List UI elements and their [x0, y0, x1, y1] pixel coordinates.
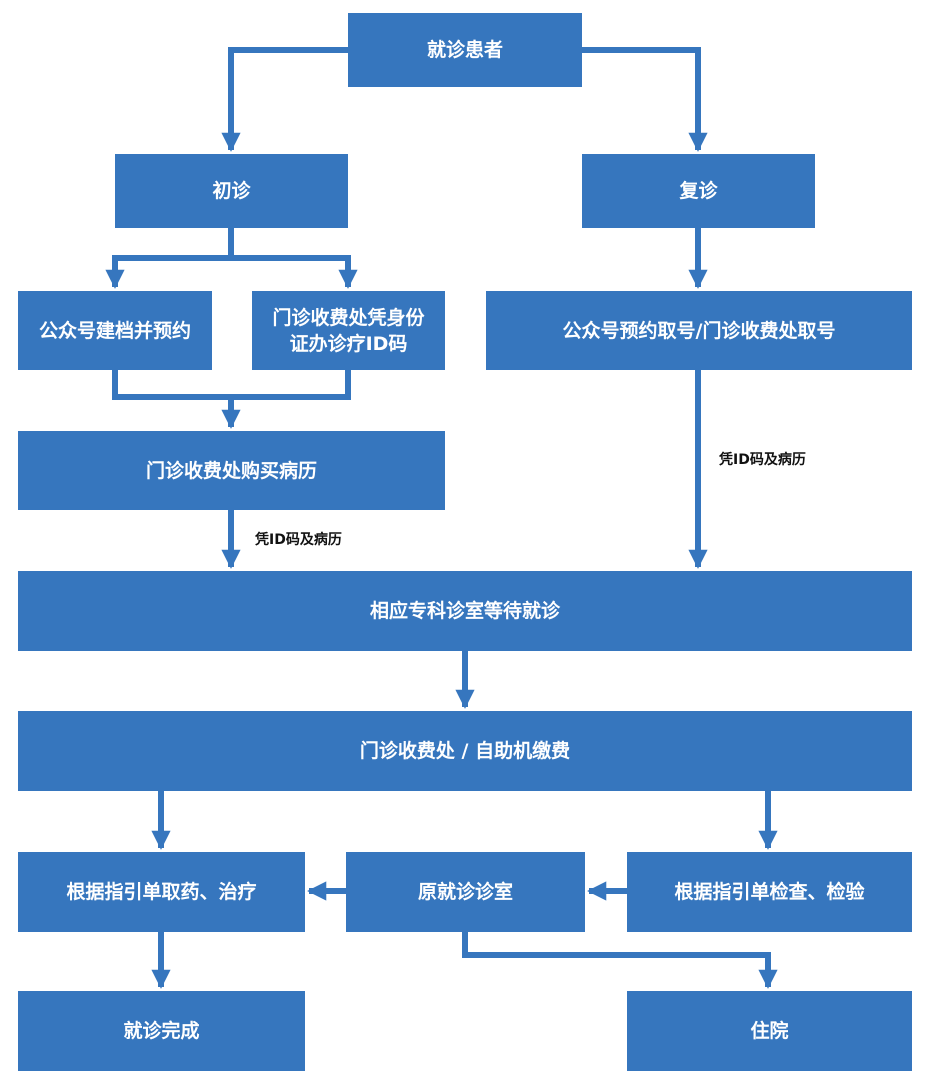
- node-medicine-treatment: 根据指引单取药、治疗: [18, 852, 305, 932]
- node-patient: 就诊患者: [348, 13, 582, 87]
- node-patient-label: 就诊患者: [426, 39, 503, 61]
- arrow-first-to-cashier-id: [231, 255, 358, 289]
- node-first-visit-label: 初诊: [212, 180, 251, 202]
- node-payment-label: 门诊收费处 / 自助机缴费: [359, 740, 571, 762]
- node-hospitalization: 住院: [627, 991, 912, 1071]
- node-medicine-treatment-label: 根据指引单取药、治疗: [66, 881, 257, 903]
- node-original-clinic: 原就诊诊室: [346, 852, 585, 932]
- node-return-ticket-label: 公众号预约取号/门诊收费处取号: [562, 319, 836, 342]
- node-visit-complete-label: 就诊完成: [123, 1020, 200, 1042]
- node-cashier-id-line2: 证办诊疗ID码: [289, 332, 408, 355]
- node-wait-clinic: 相应专科诊室等待就诊: [18, 571, 912, 651]
- node-return-visit: 复诊: [582, 154, 815, 228]
- node-buy-record-label: 门诊收费处购买病历: [145, 459, 317, 482]
- node-return-visit-label: 复诊: [679, 180, 718, 202]
- edge-label-left: 凭ID码及病历: [255, 532, 342, 548]
- node-hospitalization-label: 住院: [750, 1020, 789, 1042]
- arrow-original-to-hospitalization: [462, 932, 778, 989]
- edge-label-right: 凭ID码及病历: [719, 452, 806, 468]
- node-visit-complete: 就诊完成: [18, 991, 305, 1071]
- node-first-visit: 初诊: [115, 154, 348, 228]
- node-wait-clinic-label: 相应专科诊室等待就诊: [369, 600, 560, 622]
- node-wechat-register: 公众号建档并预约: [18, 291, 212, 370]
- node-cashier-id: 门诊收费处凭身份 证办诊疗ID码: [252, 291, 445, 370]
- node-wechat-register-label: 公众号建档并预约: [38, 319, 191, 342]
- node-buy-record: 门诊收费处购买病历: [18, 431, 445, 510]
- arrow-first-to-wechat: [105, 228, 234, 289]
- node-exam-test: 根据指引单检查、检验: [627, 852, 912, 932]
- node-return-ticket: 公众号预约取号/门诊收费处取号: [486, 291, 912, 370]
- node-original-clinic-label: 原就诊诊室: [417, 881, 513, 903]
- arrow-patient-to-return: [582, 47, 708, 152]
- node-payment: 门诊收费处 / 自助机缴费: [18, 711, 912, 791]
- merge-to-buy-record: [112, 370, 351, 400]
- node-cashier-id-line1: 门诊收费处凭身份: [272, 306, 425, 329]
- node-exam-test-label: 根据指引单检查、检验: [674, 881, 865, 903]
- arrow-patient-to-first: [221, 47, 348, 152]
